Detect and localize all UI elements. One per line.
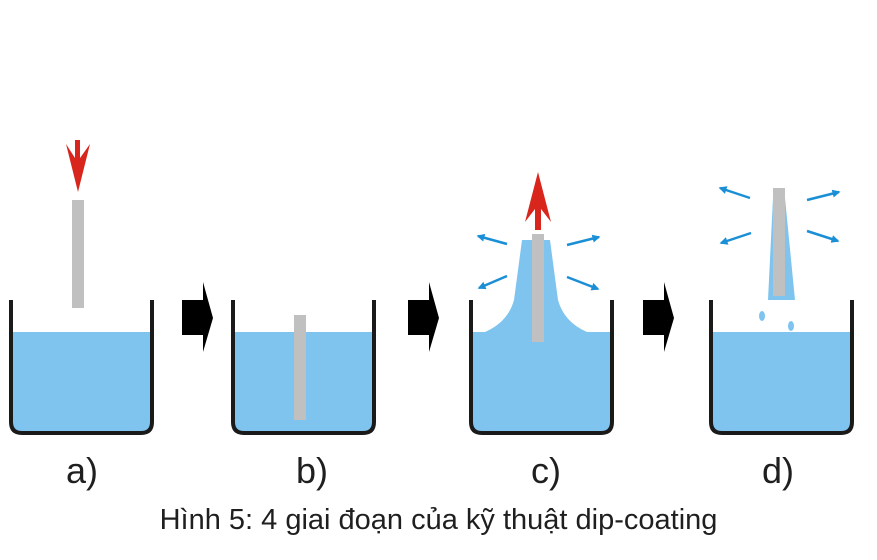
droplet	[759, 311, 765, 321]
stage-d: d)	[709, 186, 854, 491]
down-arrow-icon	[66, 140, 90, 192]
beaker-liquid	[711, 332, 852, 433]
up-arrow-icon	[525, 172, 551, 230]
beaker-liquid	[11, 332, 152, 433]
flow-arrow-icon	[806, 229, 840, 243]
flow-arrow-icon	[477, 274, 508, 290]
stage-label-c: c)	[531, 450, 561, 491]
stage-label-d: d)	[762, 450, 794, 491]
substrate	[294, 315, 306, 420]
evaporation-arrows	[476, 233, 601, 291]
flow-arrow-icon	[718, 186, 751, 200]
step-arrow-icon	[182, 282, 213, 352]
droplet	[788, 321, 794, 331]
flow-arrow-icon	[566, 275, 600, 291]
substrate	[532, 234, 544, 342]
stage-b: b)	[231, 300, 376, 491]
step-arrow-icon	[408, 282, 439, 352]
flow-arrow-icon	[806, 189, 841, 202]
step-arrow-icon	[643, 282, 674, 352]
evaporation-arrows	[718, 186, 841, 245]
substrate	[72, 200, 84, 308]
beaker	[9, 300, 154, 435]
flow-arrow-icon	[719, 231, 752, 245]
substrate	[773, 188, 785, 296]
stage-c: c)	[469, 172, 614, 491]
stage-label-a: a)	[66, 450, 98, 491]
flow-arrow-icon	[566, 234, 601, 247]
stage-label-b: b)	[296, 450, 328, 491]
beaker	[469, 300, 614, 435]
beaker	[709, 300, 854, 435]
figure-caption: Hình 5: 4 giai đoạn của kỹ thuật dip-coa…	[159, 504, 718, 536]
stage-a: a)	[9, 140, 154, 491]
flow-arrow-icon	[476, 233, 508, 246]
beaker	[231, 300, 376, 435]
